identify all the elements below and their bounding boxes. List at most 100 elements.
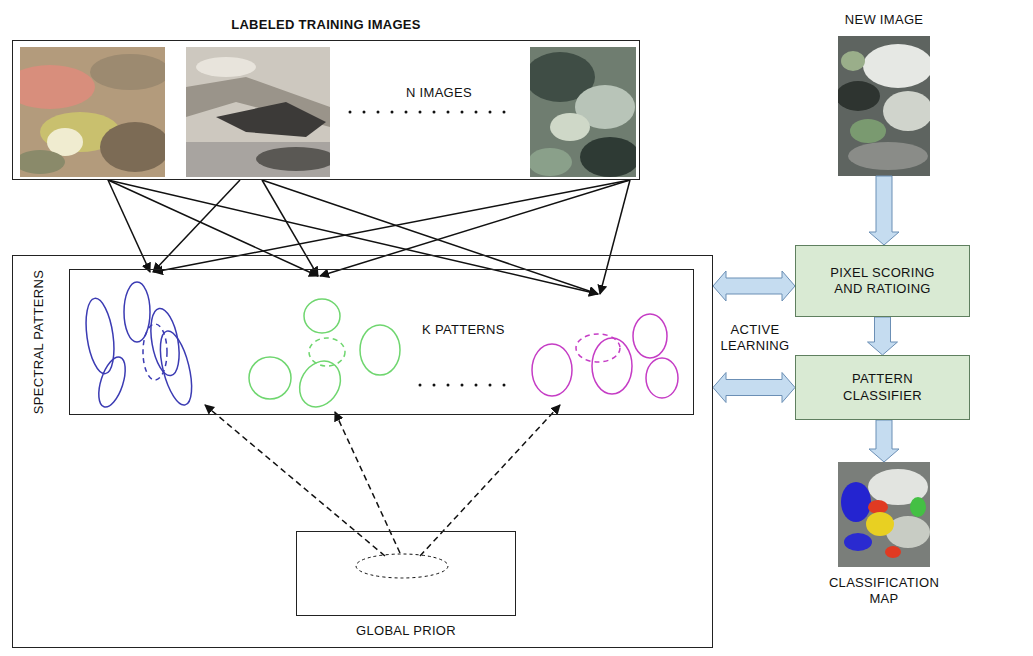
art-part [154, 180, 630, 272]
art-part [262, 180, 318, 276]
map-title: CLASSIFICATION MAP [819, 575, 949, 608]
art-part [841, 482, 871, 522]
art-part [447, 111, 450, 114]
prior-box: GLOBAL PRIOR [296, 531, 516, 616]
pattern-cluster [82, 282, 198, 410]
art-part [419, 111, 422, 114]
art-part [489, 384, 492, 387]
art-part [292, 354, 349, 415]
art-part [633, 314, 667, 358]
process-box: PIXEL SCORING AND RATIOING [795, 245, 970, 317]
training-image [186, 47, 336, 177]
prior-arrows [205, 405, 560, 556]
input-image [836, 36, 933, 176]
training-arrows [108, 180, 630, 294]
art-part [419, 384, 422, 387]
art-part [82, 297, 118, 376]
process-label: PIXEL SCORING AND RATIOING [818, 265, 948, 298]
art-part [866, 512, 894, 536]
art-part [461, 111, 464, 114]
art-part [108, 180, 318, 276]
art-part [108, 180, 598, 294]
process-box: PATTERN CLASSIFIER [795, 355, 970, 420]
image-title: NEW IMAGE [845, 12, 924, 28]
art-part [196, 57, 256, 77]
art-part [863, 44, 933, 88]
art-part [433, 384, 436, 387]
art-part [489, 111, 492, 114]
art-part [420, 405, 560, 556]
art-part [868, 500, 888, 514]
art-part [363, 111, 366, 114]
axis-label: SPECTRAL PATTERNS [31, 274, 47, 414]
pattern-cluster [249, 299, 400, 414]
art-part [600, 180, 630, 294]
block-arrow [869, 420, 899, 462]
ellipsis-dots [349, 111, 506, 114]
art-part [304, 299, 340, 333]
art-part [216, 102, 326, 137]
art-part [528, 148, 572, 176]
art-part [205, 405, 385, 556]
art-part [146, 306, 183, 377]
art-part [475, 384, 478, 387]
process-label: PATTERN CLASSIFIER [818, 371, 948, 404]
block-arrow [869, 176, 899, 245]
panel-heading: LABELED TRAINING IMAGES [231, 17, 421, 33]
art-part [108, 180, 150, 272]
art-part [5, 65, 95, 109]
art-part [838, 462, 930, 567]
art-part [391, 111, 394, 114]
art-part [360, 325, 400, 375]
art-part [143, 324, 167, 380]
art-part [320, 180, 630, 276]
art-part [592, 338, 632, 394]
art-part [883, 91, 933, 131]
art-part [503, 384, 506, 387]
block-arrow [713, 373, 795, 403]
classification-image [838, 462, 930, 567]
art-part [646, 358, 678, 398]
pattern-box: K PATTERNS [69, 269, 694, 415]
block-arrow [713, 271, 795, 301]
art-part [580, 137, 640, 177]
art-part [349, 111, 352, 114]
art-part [850, 119, 886, 143]
art-part [100, 122, 170, 172]
training-image [525, 47, 640, 177]
art-part [90, 54, 170, 90]
art-part [377, 111, 380, 114]
art-part [910, 497, 926, 517]
art-part [262, 180, 598, 294]
art-part [15, 150, 65, 174]
art-part [844, 533, 872, 551]
art-part [461, 384, 464, 387]
art-part [433, 111, 436, 114]
model-panel: SPECTRAL PATTERNS K PATTERNS GLOBAL PRIOR [12, 255, 713, 648]
art-part [841, 51, 865, 71]
art-part [94, 354, 131, 410]
art-part [249, 357, 291, 399]
pattern-cluster [532, 314, 678, 398]
art-part [154, 328, 198, 408]
art-part [885, 546, 901, 558]
image-frame: NEW IMAGE [838, 36, 930, 176]
training-image [5, 47, 170, 177]
pattern-count: K PATTERNS [422, 322, 505, 338]
art-part [848, 142, 928, 170]
block-arrow [868, 317, 898, 355]
image-frame: CLASSIFICATION MAP [838, 462, 930, 567]
image-panel: LABELED TRAINING IMAGESN IMAGES [12, 40, 640, 180]
art-part [447, 384, 450, 387]
art-part [532, 344, 572, 396]
art-part [256, 147, 336, 171]
callout-label: ACTIVE LEARNING [718, 322, 792, 355]
art-part [836, 81, 880, 111]
prior-ellipse [356, 554, 448, 578]
art-part [405, 111, 408, 114]
art-part [503, 111, 506, 114]
image-count: N IMAGES [406, 85, 472, 101]
